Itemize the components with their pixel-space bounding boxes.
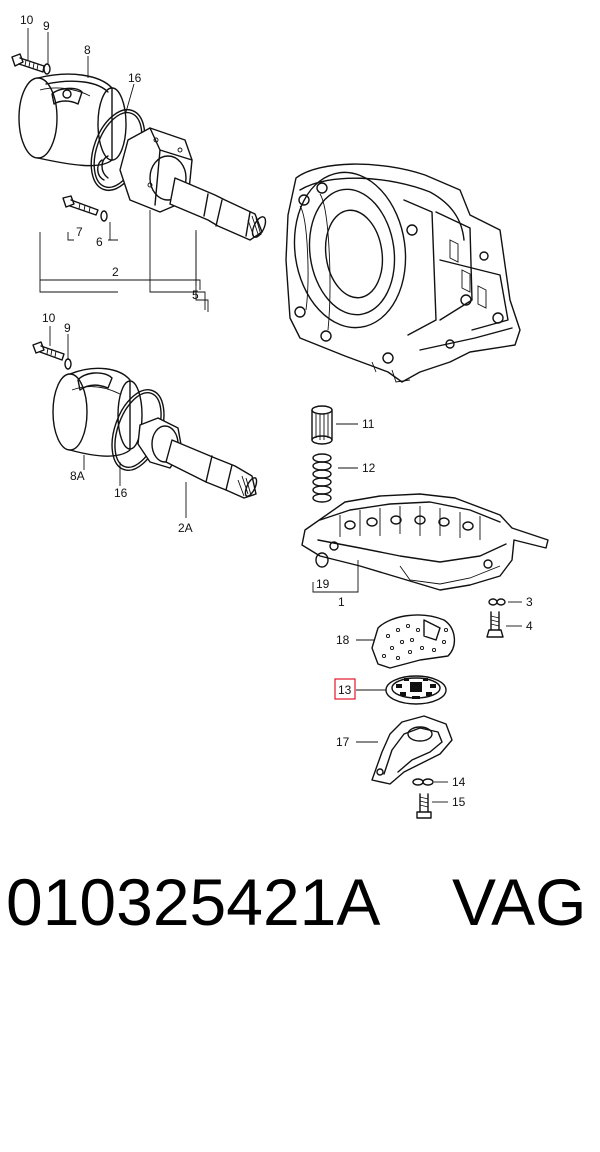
callout-9-middle: 9 — [64, 321, 71, 335]
callout-labels: 10 9 8 16 7 6 2 5 10 9 8A 16 2A 11 12 19… — [20, 13, 533, 809]
callout-4: 4 — [526, 619, 533, 633]
leader-lines — [27, 28, 522, 803]
callout-9-top: 9 — [43, 19, 50, 33]
servo-assembly-middle — [32, 341, 258, 499]
callout-16-middle: 16 — [114, 486, 128, 500]
callout-13-highlight-box — [334, 678, 356, 700]
callout-8A: 8A — [70, 469, 85, 483]
servo-piston-2A — [137, 417, 258, 499]
bolt-7 — [62, 195, 99, 216]
cover-17 — [371, 715, 453, 785]
bolt-10-middle — [32, 341, 65, 361]
servo-piston-housing — [119, 127, 267, 241]
callout-19: 19 — [316, 577, 330, 591]
brake-band-8A — [52, 367, 143, 457]
callout-17: 17 — [336, 735, 350, 749]
spring-12 — [312, 453, 332, 503]
valve-body-1 — [301, 493, 549, 591]
oil-strainer-13 — [385, 675, 447, 705]
bolt-4 — [486, 611, 504, 638]
washer-3 — [488, 598, 506, 606]
callout-7: 7 — [76, 225, 83, 239]
bolt-15 — [416, 793, 432, 819]
callout-13: 13 — [338, 683, 352, 697]
callout-11: 11 — [362, 417, 375, 431]
brand-name: VAG — [452, 865, 587, 939]
exploded-parts-diagram: 10 9 8 16 7 6 2 5 10 9 8A 16 2A 11 12 19… — [11, 13, 549, 819]
part-number: 010325421A — [6, 865, 381, 939]
washer-14 — [412, 778, 434, 786]
callout-1: 1 — [338, 595, 345, 609]
callout-6: 6 — [96, 235, 103, 249]
callout-2A: 2A — [178, 521, 193, 535]
callout-18: 18 — [336, 633, 350, 647]
callout-14: 14 — [452, 775, 466, 789]
callout-8: 8 — [84, 43, 91, 57]
brake-band-8 — [18, 73, 127, 167]
callout-10-middle: 10 — [42, 311, 56, 325]
callout-5: 5 — [192, 288, 199, 302]
separator-plate-18 — [371, 614, 455, 669]
callout-12: 12 — [362, 461, 376, 475]
callout-15: 15 — [452, 795, 466, 809]
callout-16-top: 16 — [128, 71, 142, 85]
transmission-housing — [285, 163, 521, 383]
callout-2: 2 — [112, 265, 119, 279]
callout-10-top: 10 — [20, 13, 34, 27]
part-number-caption: 010325421A VAG — [0, 852, 600, 952]
callout-3: 3 — [526, 595, 533, 609]
servo-assembly-top — [11, 53, 267, 312]
filter-11 — [311, 405, 333, 445]
